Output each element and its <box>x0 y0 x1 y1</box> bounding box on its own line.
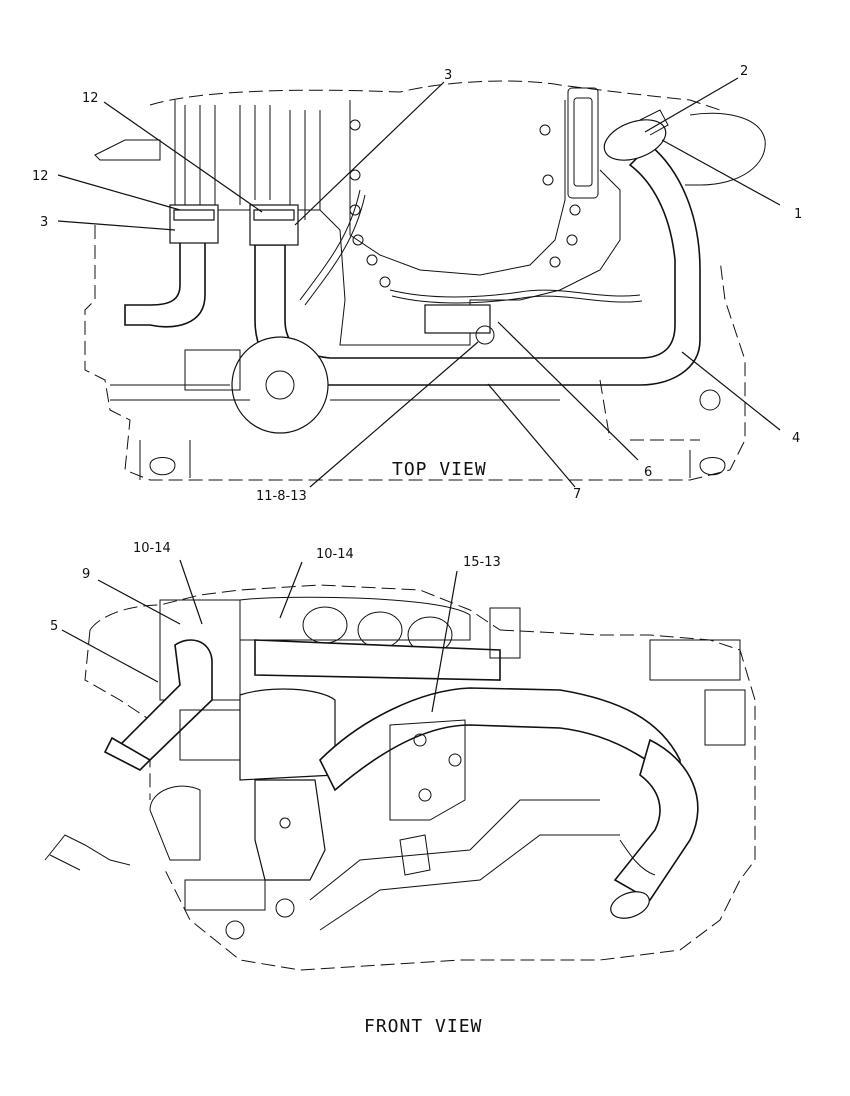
callout-top-11-8-13: 11-8-13 <box>256 489 307 504</box>
callout-top-1: 1 <box>794 207 802 222</box>
callout-top-12b: 12 <box>32 169 49 184</box>
front-view-leaders <box>61 559 458 713</box>
callout-front-5: 5 <box>50 619 58 634</box>
callout-top-4: 4 <box>792 431 800 446</box>
front-view-illustration <box>44 584 756 971</box>
top-view-title: TOP VIEW <box>392 459 487 480</box>
top-view-callouts: 12 3 2 12 3 1 4 6 7 11-8-13 <box>32 64 802 504</box>
callout-front-9: 9 <box>82 567 90 582</box>
callout-top-2: 2 <box>740 64 748 79</box>
callout-front-10-14a: 10-14 <box>133 541 171 556</box>
top-view-leaders <box>57 77 781 488</box>
callout-top-7: 7 <box>573 487 581 502</box>
front-view-callouts: 10-14 10-14 15-13 9 5 <box>50 541 501 634</box>
callout-top-6: 6 <box>644 465 652 480</box>
callout-front-15-13: 15-13 <box>463 555 501 570</box>
callout-front-10-14b: 10-14 <box>316 547 354 562</box>
callout-top-12a: 12 <box>82 91 99 106</box>
top-view-illustration <box>84 80 766 481</box>
callout-top-3b: 3 <box>40 215 48 230</box>
front-view-title: FRONT VIEW <box>364 1016 482 1037</box>
callout-top-3a: 3 <box>444 68 452 83</box>
